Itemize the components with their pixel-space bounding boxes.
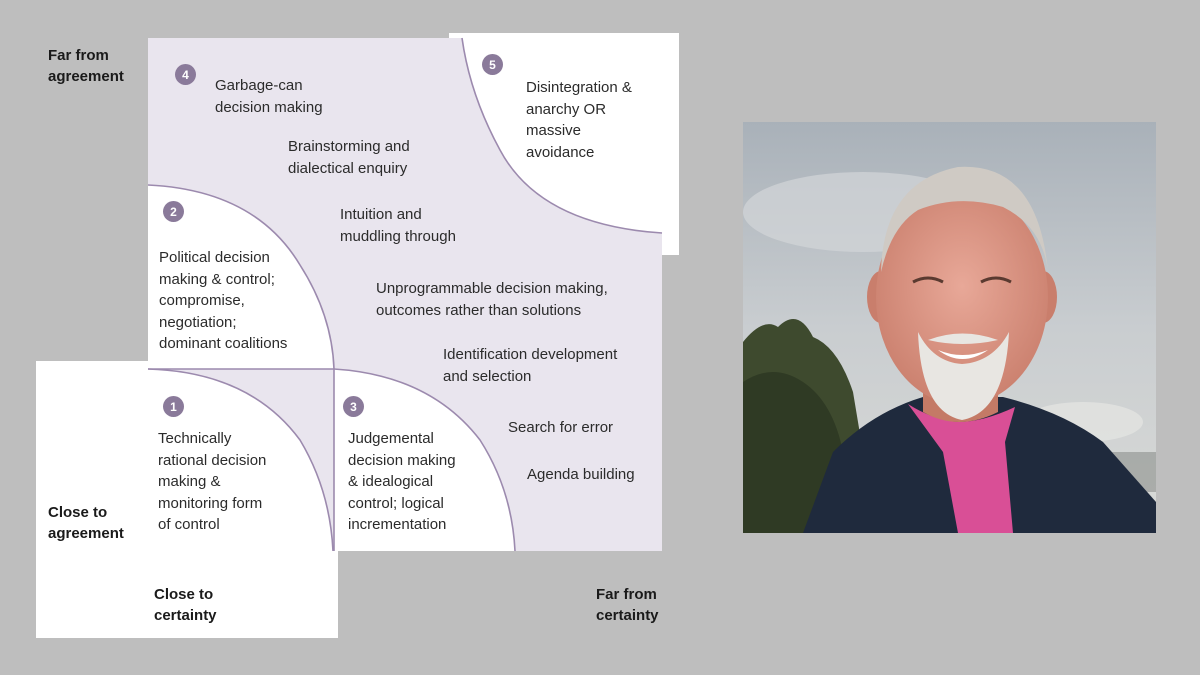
portrait-photo bbox=[743, 122, 1156, 533]
region-2-badge: 2 bbox=[163, 201, 184, 222]
region-3-text: Judgemental decision making & idealogica… bbox=[348, 430, 456, 533]
region-2-text: Political decision making & control; com… bbox=[159, 249, 288, 352]
region-4-text: Garbage-can decision making bbox=[215, 77, 323, 116]
region-4-badge: 4 bbox=[175, 64, 196, 85]
eye bbox=[980, 276, 1012, 284]
hair bbox=[881, 166, 1048, 272]
zone-label-intuition: Intuition and muddling through bbox=[340, 206, 456, 245]
zone-label-search-for-error: Search for error bbox=[508, 419, 614, 436]
region-1-curve bbox=[147, 368, 334, 552]
beard bbox=[918, 332, 1009, 420]
axis-label-far-from-agreement: Far from agreement bbox=[48, 47, 124, 85]
region-1-badge: 1 bbox=[163, 396, 184, 417]
eye bbox=[912, 276, 944, 284]
shirt bbox=[908, 404, 1015, 533]
mouth bbox=[938, 350, 988, 359]
mustache bbox=[928, 333, 998, 344]
region-5-text: Disintegration & anarchy OR massive avoi… bbox=[526, 79, 632, 161]
region-1-area bbox=[148, 369, 333, 551]
region-3-badge: 3 bbox=[343, 396, 364, 417]
axis-label-far-from-certainty: Far from certainty bbox=[596, 586, 659, 624]
region-1-text: Technically rational decision making & m… bbox=[158, 430, 267, 533]
region-2-curve bbox=[147, 184, 335, 370]
zone-label-brainstorming: Brainstorming and dialectical enquiry bbox=[288, 138, 410, 177]
region-3-area bbox=[334, 369, 515, 551]
zone-label-agenda-building: Agenda building bbox=[527, 466, 635, 483]
axis-label-close-to-certainty: Close to certainty bbox=[154, 586, 217, 624]
region-3-curve bbox=[333, 368, 516, 552]
zone-label-identification: Identification development and selection bbox=[443, 346, 618, 385]
region-5-badge: 5 bbox=[482, 54, 503, 75]
axis-label-close-to-agreement: Close to agreement bbox=[48, 504, 124, 542]
zone-label-unprogrammable: Unprogrammable decision making, outcomes… bbox=[376, 280, 608, 319]
region-2-area bbox=[148, 185, 334, 369]
region-5-area bbox=[462, 38, 662, 233]
region-5-curve bbox=[461, 37, 663, 234]
